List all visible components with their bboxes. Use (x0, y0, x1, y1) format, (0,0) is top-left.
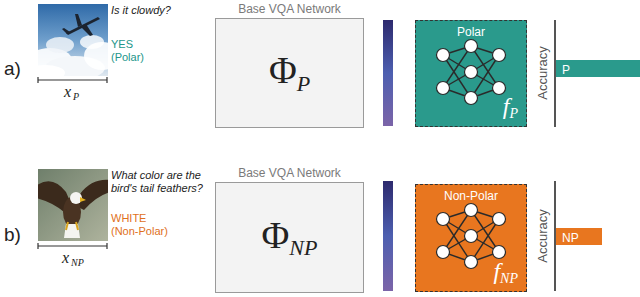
input-subscript: P (73, 92, 79, 102)
math-symbol: Φ (262, 214, 290, 256)
math-subscript: NP (500, 271, 518, 286)
network-icon (437, 40, 506, 105)
network-icon (437, 246, 450, 259)
eagle-photo (38, 169, 108, 241)
formula: ΦNP (216, 216, 363, 260)
airplane-photo (38, 65, 65, 76)
answer-type: (Non-Polar) (111, 225, 168, 238)
input-symbol: x (64, 84, 71, 100)
math-subscript: P (297, 71, 310, 96)
feature-bar (383, 20, 393, 126)
panel-tag: a) (4, 58, 21, 80)
question-text: What color are the bird's tail feathers? (111, 169, 209, 194)
classifier-box: Non-PolarfNP (415, 184, 527, 292)
formula: fNP (493, 259, 518, 286)
accuracy-bar: NP (556, 228, 602, 245)
network-box: Base VQA NetworkΦP (215, 18, 364, 128)
formula: ΦP (216, 51, 363, 95)
network-icon (443, 210, 499, 262)
network-icon (437, 49, 450, 62)
network-icon (493, 49, 506, 62)
network-icon (443, 46, 499, 98)
network-icon (493, 213, 506, 226)
math-symbol: f (503, 93, 510, 119)
airplane-photo (75, 14, 82, 27)
box-heading: Base VQA Network (196, 166, 383, 180)
eagle-photo (66, 222, 78, 230)
airplane-photo (66, 17, 100, 35)
airplane-photo (62, 28, 70, 34)
math-symbol: f (493, 258, 500, 284)
math-symbol: Φ (269, 49, 297, 91)
box-heading: Base VQA Network (196, 2, 383, 16)
network-box: Base VQA NetworkΦNP (215, 182, 364, 293)
network-icon (437, 82, 450, 95)
network-icon (465, 256, 478, 269)
answer-text: WHITE (111, 212, 146, 225)
airplane-photo (62, 14, 100, 36)
network-icon (465, 66, 478, 79)
bar-label: P (556, 62, 570, 79)
math-subscript: P (509, 106, 518, 121)
input-subscript: NP (71, 258, 84, 268)
answer-text: YES (111, 38, 133, 51)
network-icon (437, 40, 506, 105)
network-icon (493, 246, 506, 259)
axis-label: Accuracy (535, 35, 551, 111)
classifier-box: PolarfP (415, 20, 527, 127)
accuracy-bar: P (556, 60, 640, 77)
box-heading: Polar (396, 25, 546, 39)
network-icon (465, 92, 478, 105)
eagle-photo (80, 197, 86, 202)
airplane-photo (80, 24, 93, 36)
network-icon (465, 40, 478, 53)
eagle-photo (38, 169, 108, 241)
airplane-photo (80, 35, 104, 49)
input-symbol: x (62, 250, 69, 266)
panel-tag: b) (4, 224, 21, 246)
answer-type: (Polar) (111, 51, 144, 64)
math-subscript: NP (289, 235, 317, 260)
bar-label: NP (556, 230, 579, 247)
question-text: Is it clowdy? (111, 4, 209, 17)
airplane-photo (46, 37, 74, 53)
network-icon (493, 82, 506, 95)
input-bracket (38, 243, 107, 249)
network-icon (465, 230, 478, 243)
feature-bar (383, 181, 393, 291)
network-icon (437, 213, 450, 226)
network-icon (465, 204, 478, 217)
axis-label: Accuracy (535, 198, 551, 274)
box-heading: Non-Polar (396, 189, 546, 203)
airplane-photo (38, 4, 108, 76)
formula: fP (503, 94, 518, 121)
input-bracket (38, 77, 107, 83)
